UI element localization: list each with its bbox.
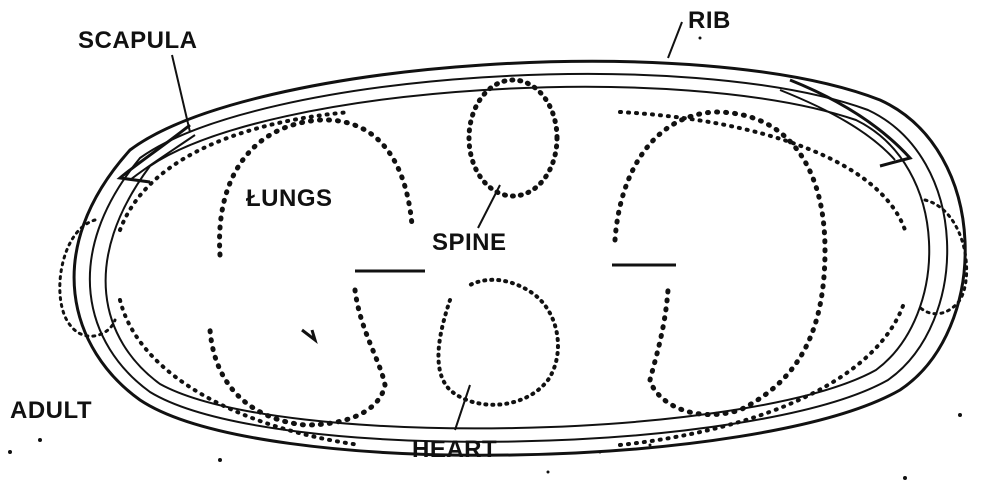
label-scapula: SCAPULA: [78, 27, 198, 54]
left-arm-outline: [60, 220, 115, 336]
label-adult: ADULT: [10, 397, 92, 424]
speckle-noise: [8, 37, 962, 481]
spine-outline: [469, 80, 557, 196]
right-lung-outline: [615, 112, 825, 415]
rib-cage-outline: [74, 61, 965, 455]
heart-pointer: [455, 385, 470, 430]
heart-outline: [438, 280, 558, 405]
left-lung-marker: [302, 330, 315, 340]
label-rib: RIB: [688, 7, 731, 34]
spine-pointer: [478, 185, 500, 228]
label-spine: SPINE: [432, 229, 507, 256]
label-heart: HEART: [412, 436, 497, 463]
label-lungs: ŁUNGS: [246, 185, 333, 212]
rib-pointer: [668, 22, 682, 58]
scapula-pointer: [172, 55, 190, 132]
